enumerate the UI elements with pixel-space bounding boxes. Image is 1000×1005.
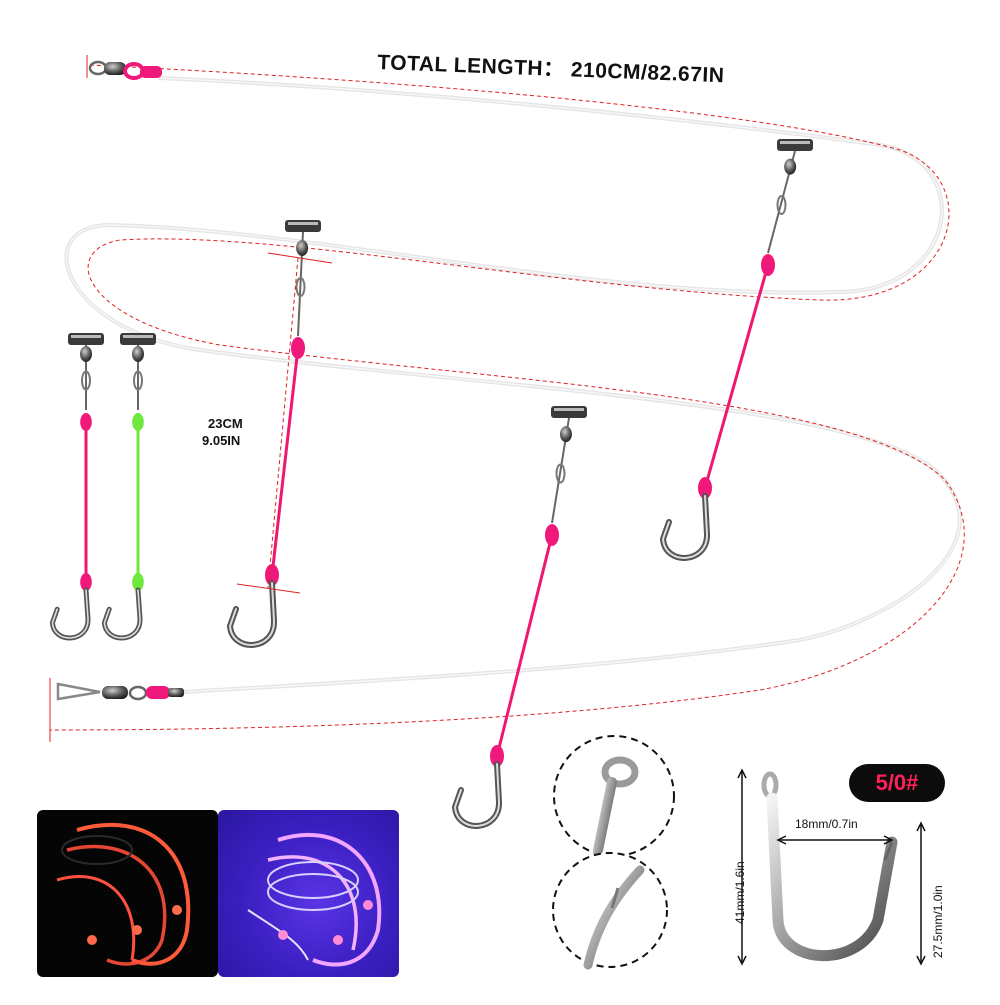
snood-middle — [226, 220, 321, 648]
snood-length-in-label: 9.05IN — [202, 433, 241, 448]
top-swivel — [88, 60, 162, 80]
sample-snood-green — [101, 333, 156, 641]
snood-right — [659, 139, 813, 561]
uv-light-photo — [218, 810, 399, 977]
sample-snood-pink — [49, 333, 104, 641]
total-length-guide — [49, 64, 965, 731]
bottom-snap-swivel — [56, 682, 184, 701]
hook-diagram — [737, 768, 926, 966]
hook-shank-height-label: 27.5mm/1.0in — [931, 885, 945, 958]
hook-gap-label: 18mm/0.7in — [795, 817, 858, 831]
glow-in-dark-photo — [37, 810, 218, 977]
main-line — [64, 76, 962, 694]
snood-length-guide — [236, 252, 333, 594]
hook-total-height-label: 41mm/1.6in — [733, 861, 747, 924]
eye-detail-circle — [553, 735, 675, 857]
point-detail-circle — [552, 852, 668, 970]
snood-length-cm-label: 23CM — [208, 416, 243, 431]
hook-size-badge: 5/0# — [849, 764, 945, 802]
snood-lower — [451, 406, 587, 829]
